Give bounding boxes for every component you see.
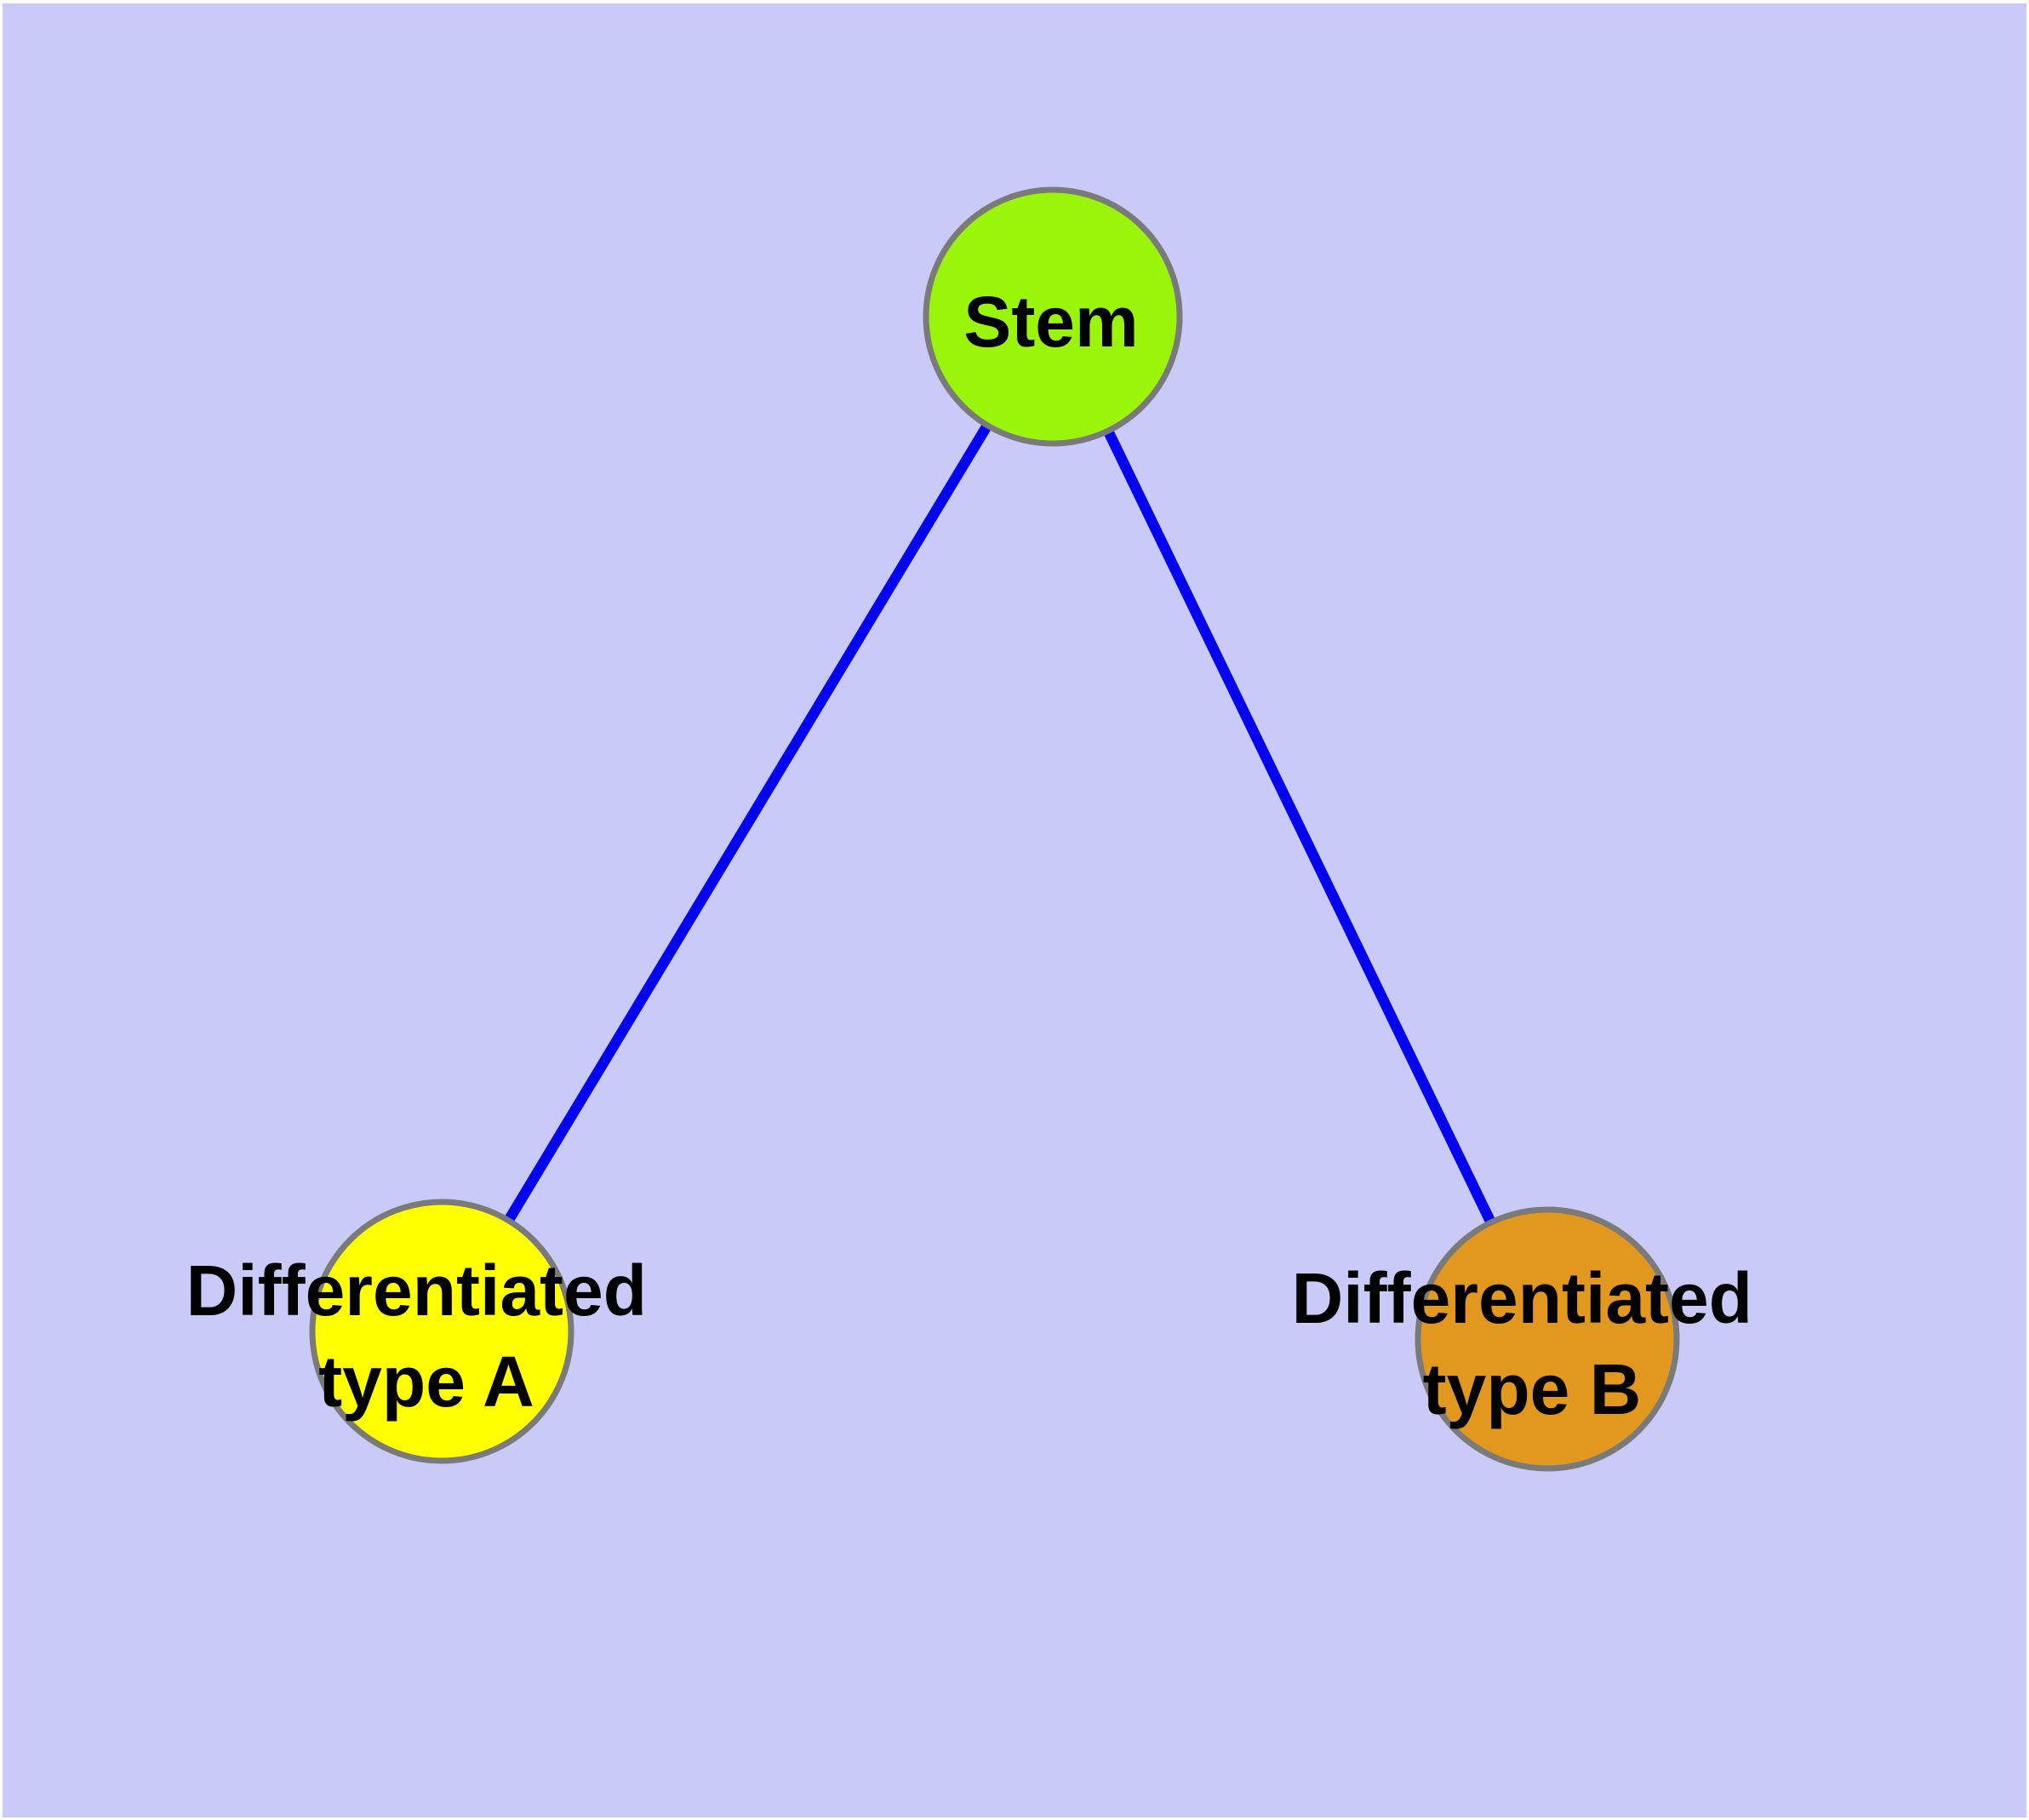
node-stem[interactable] [923,186,1183,447]
node-type-b-label-line2: type B [1423,1349,1642,1429]
node-differentiated-type-a-label: Differentiated type A [186,1251,667,1422]
node-type-a-label-line1: Differentiated [186,1251,647,1331]
edge-stem-to-type-b [1048,314,1552,1342]
node-stem-label: Stem [963,282,1138,362]
node-differentiated-type-b-label: Differentiated type B [1292,1258,1773,1429]
node-differentiated-type-a[interactable] [309,1199,574,1464]
edge-stem-to-type-a [437,313,1058,1335]
node-type-b-label-line1: Differentiated [1292,1258,1752,1338]
node-differentiated-type-b[interactable] [1415,1206,1680,1472]
node-stem-label-line1: Stem [963,282,1138,362]
node-type-a-label-line2: type A [318,1342,534,1422]
